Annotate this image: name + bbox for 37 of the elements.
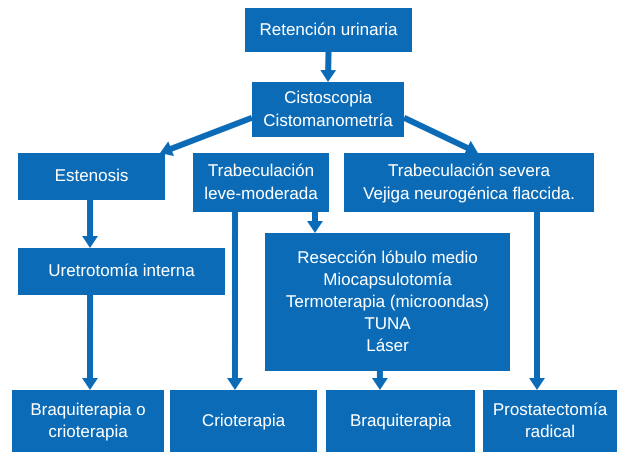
box-label: Braquiterapia o crioterapia: [29, 398, 147, 443]
box-label: Vejiga neurogénica flaccida.: [363, 182, 575, 204]
arrow: [372, 371, 388, 390]
box-label: Crioterapia: [202, 410, 286, 432]
process-box: [12, 390, 164, 452]
box-label: Retención urinaria: [260, 18, 398, 41]
process-box: [252, 82, 404, 137]
box-label: Cistomanometría: [263, 110, 393, 132]
box-label: Resección lóbulo medio: [297, 246, 478, 269]
arrow: [306, 212, 323, 233]
box-label: Cistoscopia: [284, 87, 372, 110]
arrow: [226, 212, 243, 390]
process-box: [170, 390, 317, 452]
box-label: Prostatectomía radical: [492, 398, 608, 443]
box-label: Láser: [366, 335, 409, 358]
process-box: [18, 248, 225, 295]
box-label: Termoterapia (microondas): [286, 290, 490, 313]
box-label: Uretrotomía interna: [48, 260, 195, 282]
process-box: [245, 8, 412, 52]
process-box: [265, 233, 510, 371]
box-label: Trabeculación leve-moderada: [203, 160, 319, 204]
arrow: [82, 295, 98, 390]
box-label: Estenosis: [54, 165, 128, 188]
process-box: [483, 390, 617, 452]
box-label: TUNA: [364, 313, 411, 336]
arrow: [402, 115, 478, 156]
process-box: [344, 153, 594, 212]
process-box: [18, 153, 165, 200]
box-label: Trabeculación severa: [388, 160, 550, 182]
process-box: [326, 390, 475, 452]
box-label: Miocapsulotomía: [323, 268, 452, 291]
process-box: [193, 153, 329, 212]
arrow: [82, 200, 98, 248]
arrow: [529, 212, 545, 390]
arrow: [320, 52, 336, 82]
box-label: Braquiterapia: [350, 410, 452, 432]
arrow: [160, 114, 254, 156]
